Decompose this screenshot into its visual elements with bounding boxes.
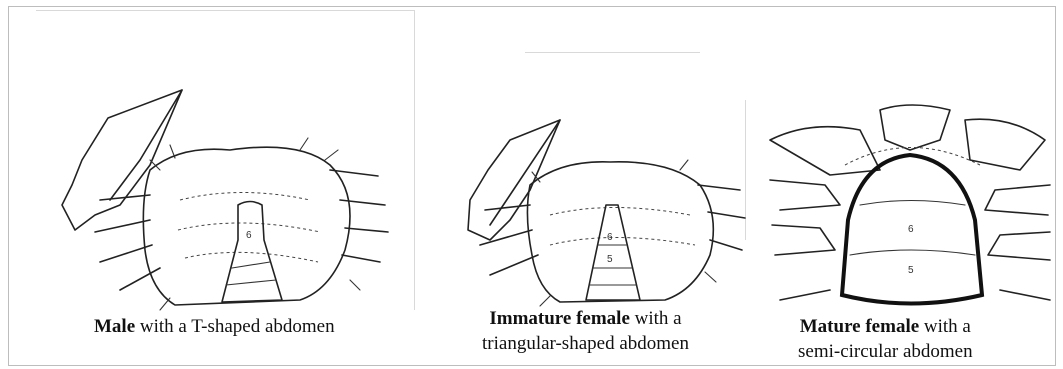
male-caption: Male with a T-shaped abdomen <box>94 314 335 339</box>
male-crab-drawing: 6 <box>0 0 420 340</box>
caption-line2: triangular-shaped abdomen <box>482 331 689 356</box>
immature-female-panel: 6 5 Immature female with a triangular-sh… <box>420 0 750 369</box>
mature-female-caption: Mature female with a semi-circular abdom… <box>798 314 973 364</box>
immature-female-caption: Immature female with a triangular-shaped… <box>482 306 689 356</box>
segment-label: 6 <box>908 224 914 235</box>
segment-label: 5 <box>908 265 914 276</box>
mature-female-panel: 6 5 Mature female with a semi-circular a… <box>750 0 1063 369</box>
caption-bold: Mature female <box>800 316 919 337</box>
caption-rest: with a <box>630 308 682 329</box>
segment-label: 5 <box>607 254 613 265</box>
segment-label: 6 <box>607 232 613 243</box>
immature-female-crab-drawing: 6 5 <box>420 0 750 340</box>
caption-rest: with a T-shaped abdomen <box>135 316 334 337</box>
segment-label: 6 <box>246 230 252 241</box>
mature-female-crab-drawing: 6 5 <box>750 0 1063 340</box>
caption-line2: semi-circular abdomen <box>798 339 973 364</box>
caption-bold: Male <box>94 316 135 337</box>
caption-bold: Immature female <box>489 308 630 329</box>
caption-rest: with a <box>919 316 971 337</box>
male-panel: 6 Male with a T-shaped abdomen <box>0 0 420 369</box>
